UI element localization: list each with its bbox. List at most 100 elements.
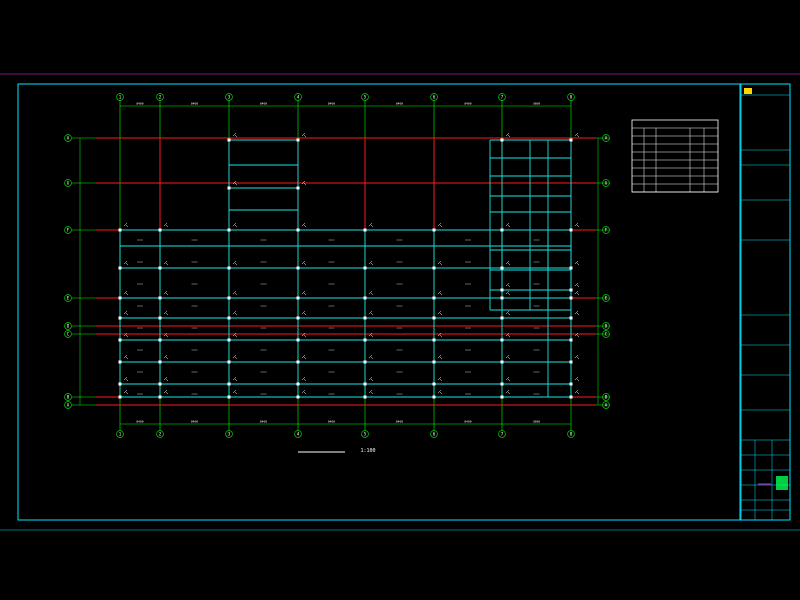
dimension-text: 8400 [396,102,403,106]
node-annotation [505,310,511,316]
node-annotation [437,332,443,338]
dimension-text: 8400 [328,102,335,106]
axis-bubble-x-top [567,93,575,101]
column-node [432,266,436,270]
axis-label-y: A [605,136,608,141]
column-node [118,266,122,270]
axis-label-y: B [605,395,608,400]
column-node [432,395,436,399]
dimension-text: 8400 [191,102,198,106]
title-block [740,83,791,521]
column-node [500,266,504,270]
node-annotation [368,389,374,395]
node-annotation [368,222,374,228]
axis-bubble-x-top [225,93,233,101]
axis-label-x: 8 [570,432,573,437]
axis-bubble-x-bot [294,430,302,438]
node-annotation [232,354,238,360]
dimension-text: 8400 [191,420,198,424]
node-annotation [123,310,129,316]
node-annotation [505,354,511,360]
column-node-wing [569,288,573,292]
node-annotation [437,260,443,266]
column-node [569,296,573,300]
axis-bubble-x-bot [156,430,164,438]
column-node [363,316,367,320]
node-annotation [123,389,129,395]
axis-bubble-x-top [430,93,438,101]
node-annotation [232,376,238,382]
node-annotation [163,389,169,395]
column-node [363,338,367,342]
dimension-text: 3600 [533,102,540,106]
column-node [158,338,162,342]
node-annotation-wing [301,180,307,186]
axis-bubble-x-bot [116,430,124,438]
node-annotation [505,389,511,395]
node-annotation-wing [301,222,307,228]
column-node [118,395,122,399]
node-annotation-wing [232,222,238,228]
node-annotation-wing [505,282,511,288]
column-node [432,296,436,300]
node-annotation [574,310,580,316]
column-node [227,266,231,270]
axis-label-x: 2 [159,432,162,437]
node-annotation [301,260,307,266]
column-node [227,296,231,300]
node-annotation [301,354,307,360]
column-node-wing [227,138,231,142]
axis-bubble-y [602,322,610,330]
node-annotation-wing [505,222,511,228]
column-node-wing [227,228,231,232]
axis-bubble-y [64,330,72,338]
column-node [569,382,573,386]
node-annotation [368,376,374,382]
company-logo-icon [744,88,752,94]
axis-label-x: 7 [501,95,504,100]
column-node [500,360,504,364]
node-annotation [574,332,580,338]
node-annotation [301,376,307,382]
axis-label-y: B [67,395,70,400]
column-node-wing [569,228,573,232]
node-annotation-wing [574,132,580,138]
dimension-text: 8400 [260,102,267,106]
axis-bubble-x-bot [567,430,575,438]
column-node [363,296,367,300]
column-node [363,395,367,399]
node-annotation [574,290,580,296]
column-node [500,338,504,342]
node-annotation-wing [232,132,238,138]
column-node [569,266,573,270]
column-node-wing [296,138,300,142]
axis-bubble-y [64,134,72,142]
node-annotation [123,354,129,360]
axis-label-x: 2 [159,95,162,100]
title-block-frame [740,83,791,521]
column-node [118,382,122,386]
node-annotation [163,260,169,266]
node-annotation [437,310,443,316]
node-annotation [505,376,511,382]
column-node [227,316,231,320]
column-node [296,316,300,320]
axis-label-y: G [67,181,70,186]
node-annotation-wing [301,132,307,138]
beam-schedule-table [631,119,719,193]
dimension-text: 8400 [328,420,335,424]
axis-bubble-x-bot [361,430,369,438]
axis-label-x: 3 [228,95,231,100]
column-node [227,382,231,386]
node-annotation [163,290,169,296]
column-node [227,338,231,342]
axis-bubble-x-bot [225,430,233,438]
column-node-wing [296,186,300,190]
axis-label-y: A [67,403,70,408]
axis-label-y: F [605,228,608,233]
dimension-text: 8400 [260,420,267,424]
column-node [363,266,367,270]
column-node [432,360,436,364]
node-annotation [368,354,374,360]
